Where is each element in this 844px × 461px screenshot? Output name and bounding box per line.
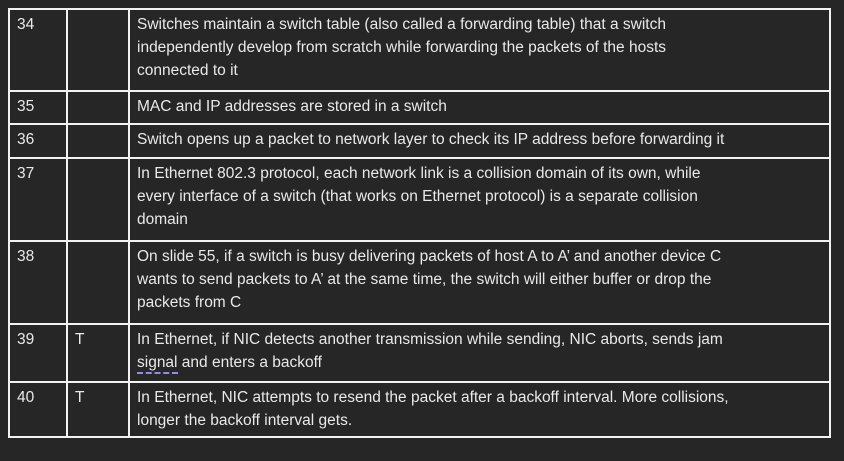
table-row: 35 MAC and IP addresses are stored in a s…: [8, 90, 831, 125]
statement-cell[interactable]: MAC and IP addresses are stored in a swi…: [128, 90, 831, 125]
statement-cell[interactable]: Switches maintain a switch table (also c…: [128, 8, 831, 92]
table-row: 38 On slide 55, if a switch is busy deliv…: [8, 240, 831, 325]
answer-cell[interactable]: T: [66, 381, 130, 438]
row-number-cell[interactable]: 34: [8, 8, 68, 92]
row-number-cell[interactable]: 36: [8, 123, 68, 159]
table-body: 34 Switches maintain a switch table (also…: [8, 8, 831, 438]
row-number-cell[interactable]: 39: [8, 323, 68, 383]
answer-cell[interactable]: [66, 90, 130, 125]
spellcheck-underline: signal: [137, 354, 178, 374]
table-row: 34 Switches maintain a switch table (also…: [8, 8, 831, 92]
statement-cell[interactable]: In Ethernet, if NIC detects another tran…: [128, 323, 831, 383]
row-number-cell[interactable]: 35: [8, 90, 68, 125]
answer-cell[interactable]: [66, 8, 130, 92]
row-number-cell[interactable]: 40: [8, 381, 68, 438]
statement-cell[interactable]: On slide 55, if a switch is busy deliver…: [128, 240, 831, 325]
answer-cell[interactable]: T: [66, 323, 130, 383]
row-number-cell[interactable]: 38: [8, 240, 68, 325]
row-number-cell[interactable]: 37: [8, 157, 68, 242]
question-table: 34 Switches maintain a switch table (also…: [8, 8, 831, 438]
statement-cell[interactable]: In Ethernet, NIC attempts to resend the …: [128, 381, 831, 438]
statement-cell[interactable]: In Ethernet 802.3 protocol, each network…: [128, 157, 831, 242]
answer-cell[interactable]: [66, 240, 130, 325]
table-row: 37 In Ethernet 802.3 protocol, each netwo…: [8, 157, 831, 242]
answer-cell[interactable]: [66, 123, 130, 159]
answer-cell[interactable]: [66, 157, 130, 242]
table-row: 36 Switch opens up a packet to network la…: [8, 123, 831, 159]
statement-cell[interactable]: Switch opens up a packet to network laye…: [128, 123, 831, 159]
